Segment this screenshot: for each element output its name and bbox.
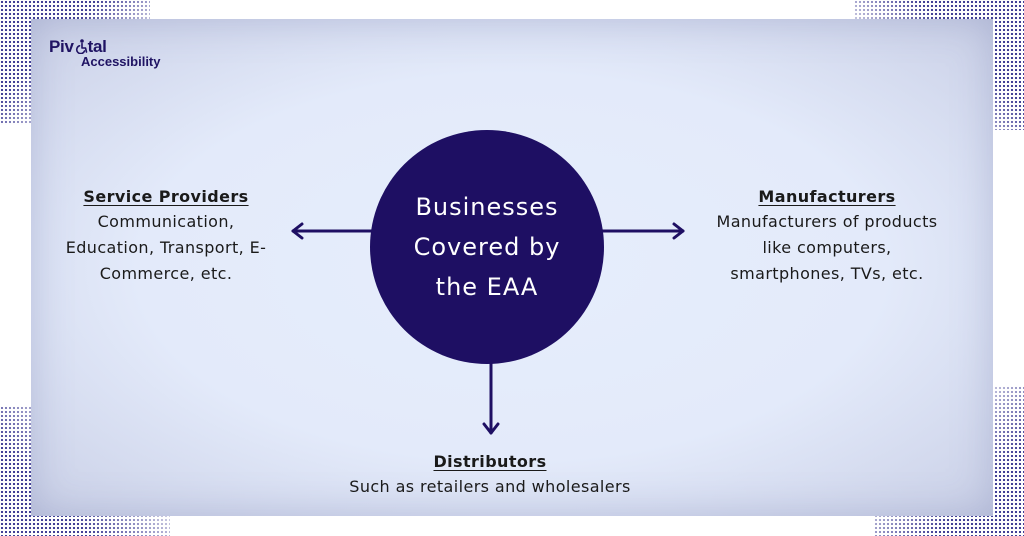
arrow-right [600, 222, 685, 240]
wheelchair-icon [75, 39, 87, 54]
distributors-block: Distributors Such as retailers and whole… [300, 450, 680, 500]
service-providers-block: Service Providers Communication, Educati… [40, 185, 292, 287]
manufacturers-description: Manufacturers of products like computers… [716, 212, 938, 283]
distributors-description: Such as retailers and wholesalers [349, 477, 631, 496]
service-providers-description: Communication, Education, Transport, E- … [65, 212, 267, 283]
center-label: Businesses Covered by the EAA [413, 193, 561, 301]
manufacturers-title: Manufacturers [758, 187, 896, 206]
logo: Piv tal Accessibility [49, 38, 161, 69]
distributors-title: Distributors [433, 452, 547, 471]
manufacturers-block: Manufacturers Manufacturers of products … [696, 185, 958, 287]
arrow-left [291, 222, 374, 240]
logo-text-part-2: tal [87, 37, 107, 56]
logo-text-part-1: Piv [49, 37, 74, 56]
center-circle: Businesses Covered by the EAA [370, 130, 604, 364]
logo-line-1: Piv tal [49, 38, 161, 55]
service-providers-title: Service Providers [83, 187, 249, 206]
arrow-down [482, 360, 500, 435]
logo-line-2: Accessibility [81, 54, 161, 69]
